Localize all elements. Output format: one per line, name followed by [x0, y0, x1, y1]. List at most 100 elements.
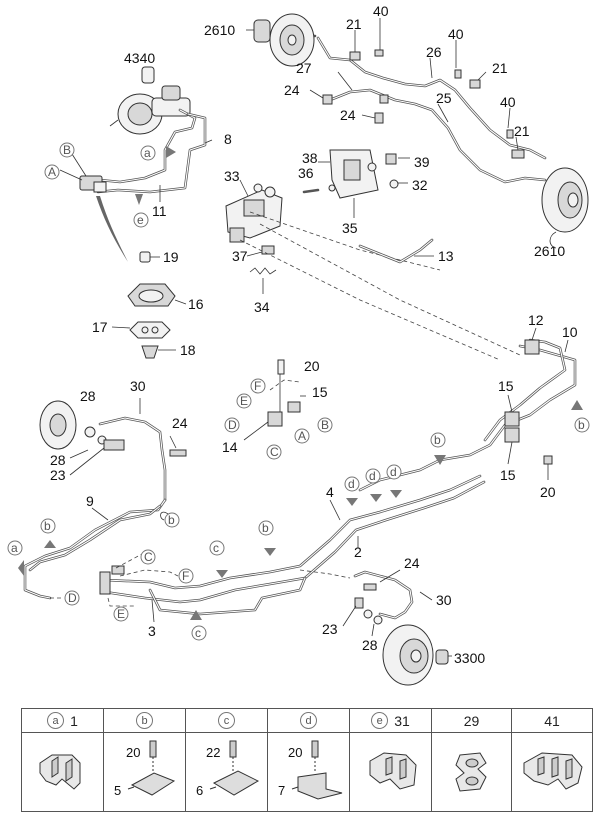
clip-ref-a-1: a — [144, 146, 151, 160]
callout-17: 17 — [92, 319, 108, 335]
clip-ref-a-upper: A — [48, 165, 56, 179]
callout-30-a: 30 — [130, 378, 146, 394]
legend-d-part-20: 20 — [288, 745, 303, 760]
legend-col-29: 29 — [432, 709, 512, 811]
callout-40-a: 40 — [373, 3, 389, 19]
callout-25: 25 — [436, 90, 452, 106]
callout-23-b: 23 — [322, 621, 338, 637]
clip-ref-b-5: b — [578, 418, 585, 432]
clip-1-icon — [39, 754, 81, 790]
clip-7-icon — [291, 740, 343, 800]
callout-36: 36 — [298, 165, 314, 181]
clip-ref-d-3: d — [348, 477, 355, 491]
callout-9: 9 — [86, 493, 94, 509]
upper-rear-brake-lines — [246, 13, 589, 249]
callout-15-b: 15 — [498, 378, 514, 394]
callout-10: 10 — [562, 324, 578, 340]
callout-11: 11 — [152, 203, 167, 219]
callout-39: 39 — [414, 154, 430, 170]
callout-2610-top: 2610 — [204, 22, 235, 38]
clip-ref-c-5: c — [195, 626, 201, 640]
clip-ref-b-7: b — [44, 519, 51, 533]
master-cylinder-assembly — [59, 66, 213, 262]
callout-40-b: 40 — [448, 26, 464, 42]
legend-letter-c: c — [218, 712, 235, 729]
clip-ref-a-4: a — [11, 541, 18, 555]
legend-letter-b: b — [136, 712, 153, 729]
main-brake-lines — [99, 474, 486, 623]
callout-32: 32 — [412, 177, 428, 193]
callout-24-c: 24 — [172, 415, 188, 431]
callout-4340: 4340 — [124, 50, 155, 66]
clip-ref-b-4: b — [434, 433, 441, 447]
callout-28-b: 28 — [50, 452, 66, 468]
rear-right-brake — [342, 569, 452, 686]
abs-hydraulic-unit — [225, 149, 521, 361]
callout-20-a: 20 — [304, 358, 320, 374]
callout-15-a: 15 — [312, 384, 328, 400]
callout-27: 27 — [296, 60, 312, 76]
callout-18: 18 — [180, 342, 196, 358]
legend-letter-d: d — [300, 712, 317, 729]
callout-13: 13 — [438, 248, 454, 264]
callout-15-c: 15 — [500, 467, 516, 483]
callout-3300: 3300 — [454, 650, 485, 666]
clip-ref-d-5: d — [390, 465, 397, 479]
callout-21-b: 21 — [492, 60, 508, 76]
legend-b-part-20: 20 — [126, 745, 141, 760]
callout-8: 8 — [224, 131, 232, 147]
legend-col-a: a 1 — [22, 709, 104, 811]
legend-c-part-22: 22 — [206, 745, 221, 760]
clip-ref-a-3: A — [298, 429, 306, 443]
legend-d-part-7: 7 — [278, 783, 286, 798]
callout-20-b: 20 — [540, 484, 556, 500]
callout-28-a: 28 — [80, 388, 96, 404]
callout-21-a: 21 — [346, 16, 362, 32]
clip-ref-d-1: D — [228, 418, 237, 432]
callout-40-c: 40 — [500, 94, 516, 110]
legend-number-29: 29 — [463, 712, 480, 729]
callout-24-b: 24 — [340, 107, 356, 123]
junction-block-14 — [243, 359, 306, 441]
callout-2610-bottom: 2610 — [534, 243, 565, 259]
legend-col-41: 41 — [512, 709, 592, 811]
callout-28-c: 28 — [362, 637, 378, 653]
legend-b-part-5: 5 — [114, 783, 122, 798]
legend-number-a: 1 — [70, 712, 78, 729]
callout-2: 2 — [354, 544, 362, 560]
callout-24-a: 24 — [284, 82, 300, 98]
callout-labels: 2610 21 40 40 4340 27 26 21 24 25 40 24 … — [50, 3, 578, 666]
legend-col-c: c 22 6 — [186, 709, 268, 811]
clip-ref-c-2: C — [144, 550, 153, 564]
legend-number-41: 41 — [544, 712, 560, 729]
clip-ref-c-1: C — [270, 445, 279, 459]
callout-35: 35 — [342, 220, 358, 236]
clip-6-icon — [209, 740, 260, 796]
callout-14: 14 — [222, 439, 238, 455]
clip-ref-f-2: F — [182, 569, 189, 583]
callout-37: 37 — [232, 248, 248, 264]
clip-ref-d-2: D — [68, 591, 77, 605]
clip-5-icon — [127, 740, 176, 796]
callout-33: 33 — [224, 168, 240, 184]
legend-letter-e: e — [371, 712, 389, 729]
legend-c-part-6: 6 — [196, 783, 204, 798]
callout-38: 38 — [302, 150, 318, 166]
clip-legend-table: a 1 b 20 5 c — [21, 708, 593, 812]
clip-reference-markers: a B A e F E D C B A b b b b a D C F c b … — [7, 142, 590, 641]
callout-16: 16 — [188, 296, 204, 312]
right-rear-junction — [358, 327, 583, 492]
callout-12: 12 — [528, 312, 544, 328]
clip-ref-e-3: E — [117, 607, 125, 621]
clip-ref-b-8: b — [262, 521, 269, 535]
clip-ref-c-3: c — [213, 541, 219, 555]
callout-30-b: 30 — [436, 592, 452, 608]
legend-number-e: 31 — [394, 712, 410, 729]
clip-ref-b-6: b — [168, 513, 175, 527]
callout-34: 34 — [254, 299, 270, 315]
legend-col-d: d 20 7 — [268, 709, 350, 811]
clip-29-icon — [455, 752, 487, 792]
callout-19: 19 — [163, 249, 179, 265]
callout-23-a: 23 — [50, 467, 66, 483]
